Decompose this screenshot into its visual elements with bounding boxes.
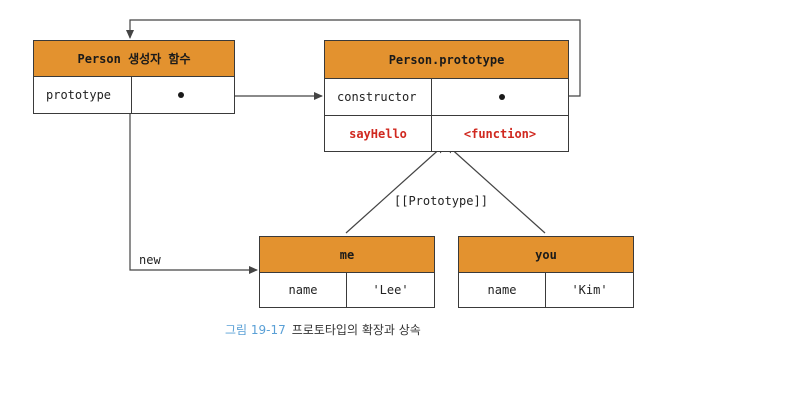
sayhello-value: <function> <box>431 116 568 151</box>
you-title: you <box>459 237 633 273</box>
person-prototype-title: Person.prototype <box>325 41 568 79</box>
figure-number: 그림 19-17 <box>225 323 286 337</box>
you-name-key: name <box>487 283 517 297</box>
me-box: me name 'Lee' <box>259 236 435 308</box>
pointer-dot <box>499 94 505 100</box>
new-label: new <box>139 253 161 267</box>
figure-caption-text: 프로토타입의 확장과 상속 <box>291 323 421 337</box>
you-prototype-link <box>446 144 546 234</box>
prototype-constructor-value <box>431 79 568 115</box>
constructor-row-prototype: prototype <box>34 77 234 113</box>
me-prototype-link <box>345 144 445 234</box>
me-name-key: name <box>288 283 318 297</box>
prototype-row-sayhello: sayHello <function> <box>325 115 568 151</box>
constructor-prototype-key: prototype <box>46 88 112 102</box>
prototype-row-constructor: constructor <box>325 79 568 115</box>
you-row-name: name 'Kim' <box>459 273 633 307</box>
me-title: me <box>260 237 434 273</box>
person-constructor-box: Person 생성자 함수 prototype <box>33 40 235 114</box>
person-constructor-title: Person 생성자 함수 <box>34 41 234 77</box>
me-name-value: 'Lee' <box>346 273 434 307</box>
prototype-constructor-key: constructor <box>337 90 417 104</box>
person-prototype-box: Person.prototype constructor sayHello <f… <box>324 40 569 152</box>
you-box: you name 'Kim' <box>458 236 634 308</box>
figure-caption: 그림 19-17 프로토타입의 확장과 상속 <box>225 321 421 338</box>
you-name-value: 'Kim' <box>545 273 633 307</box>
sayhello-key: sayHello <box>349 126 407 141</box>
new-arrow <box>129 112 258 274</box>
prototype-link-label: [[Prototype]] <box>394 194 488 208</box>
pointer-dot <box>178 92 184 98</box>
me-row-name: name 'Lee' <box>260 273 434 307</box>
constructor-prototype-value <box>131 77 234 113</box>
